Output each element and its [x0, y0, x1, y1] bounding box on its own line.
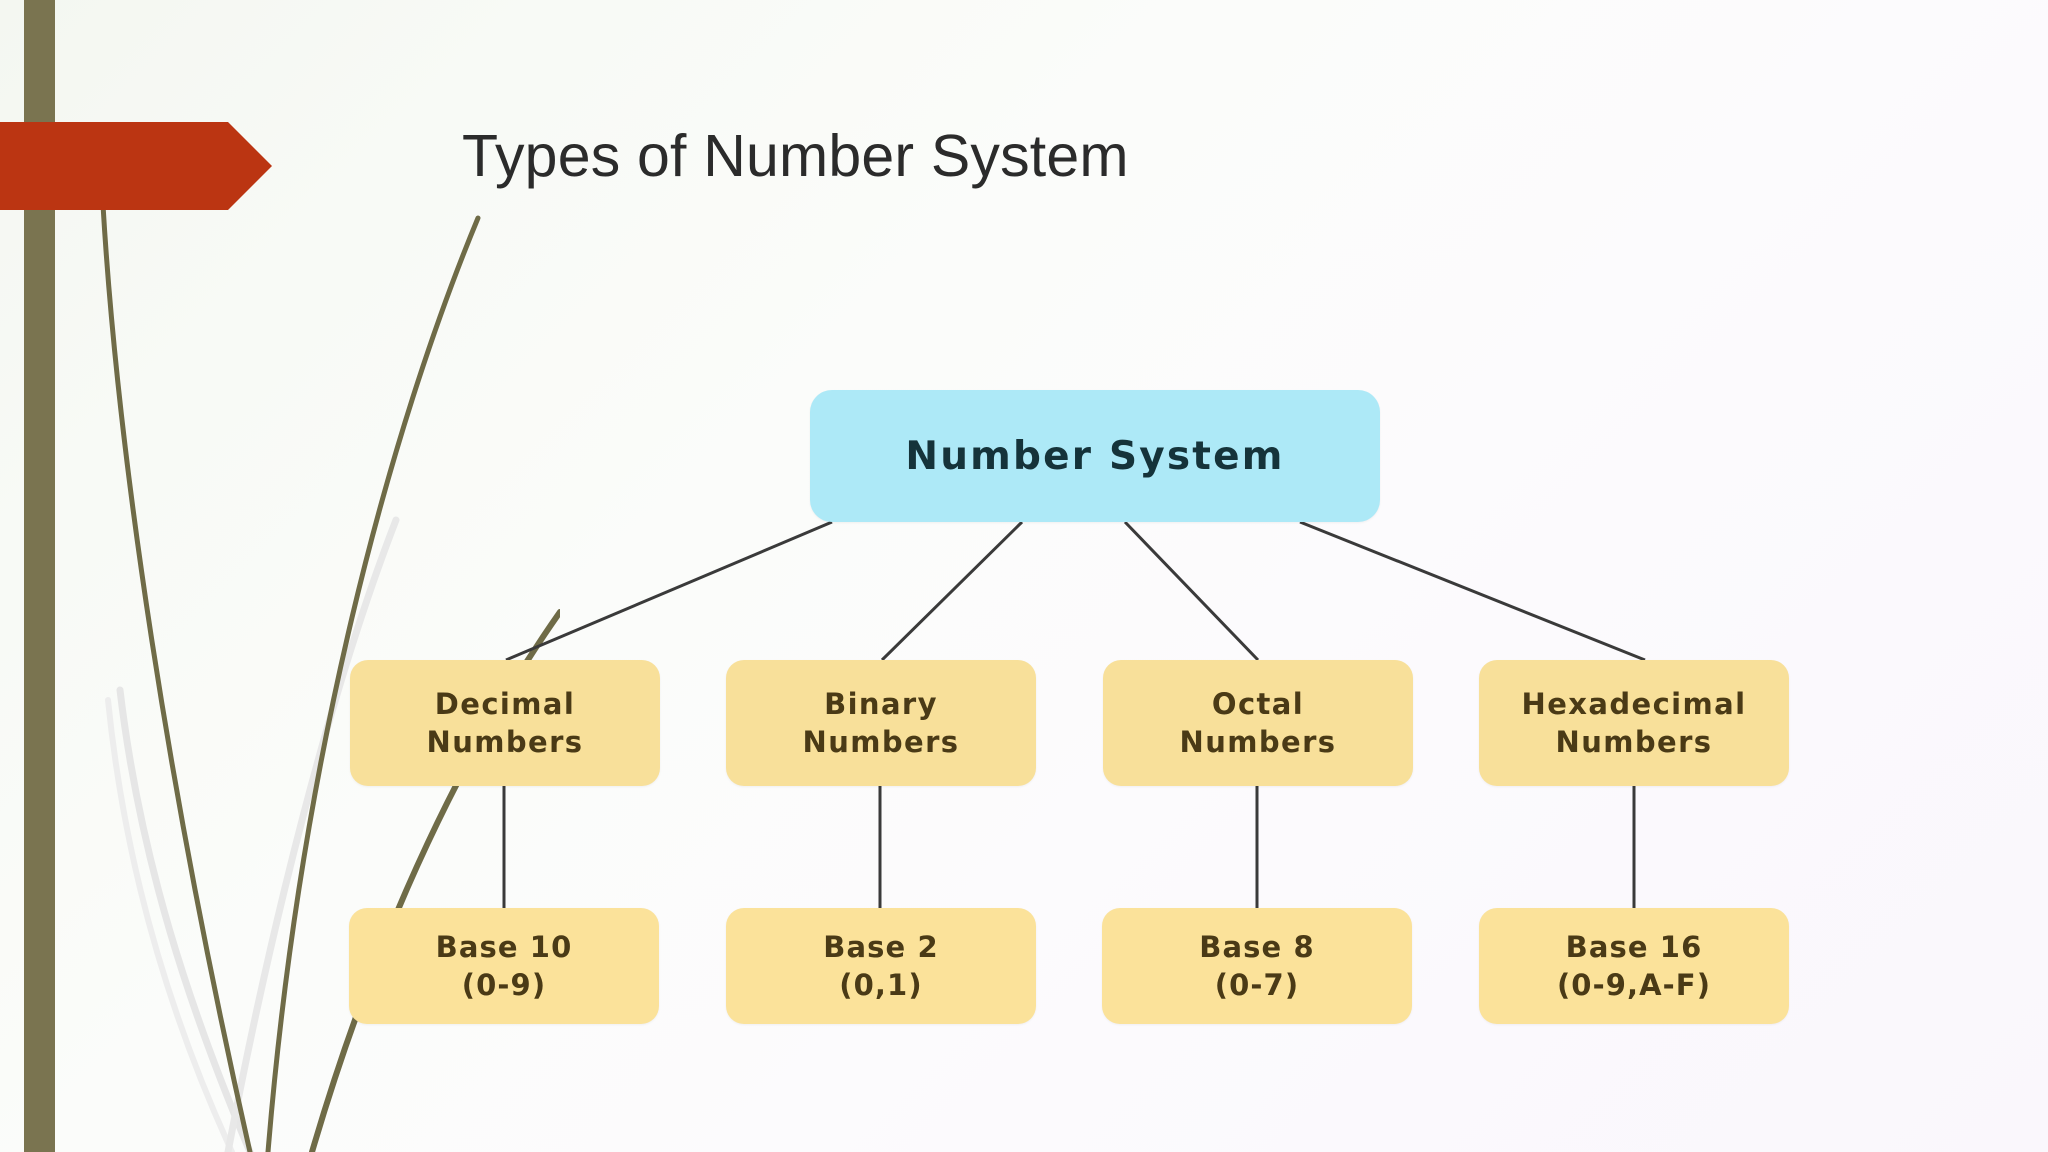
node-octal-line2: Numbers [1179, 725, 1337, 759]
node-number-system-label: Number System [905, 433, 1285, 479]
node-base-16[interactable]: Base 16 (0-9,A-F) [1479, 908, 1789, 1024]
node-binary-line1: Binary [824, 686, 938, 721]
node-base-10[interactable]: Base 10 (0-9) [349, 908, 659, 1024]
edge-root-binary [880, 520, 1024, 662]
node-base-10-line2: (0-9) [461, 968, 547, 1002]
node-binary-line2: Numbers [802, 725, 960, 759]
edge-root-hexadecimal [1299, 520, 1646, 662]
node-decimal-line1: Decimal [434, 686, 576, 721]
node-base-2-line2: (0,1) [839, 968, 923, 1002]
node-hexadecimal-line1: Hexadecimal [1521, 686, 1747, 721]
node-number-system[interactable]: Number System [810, 390, 1380, 522]
node-decimal-line2: Numbers [426, 725, 584, 759]
edge-root-decimal [505, 520, 833, 662]
node-binary-numbers[interactable]: Binary Numbers [726, 660, 1036, 786]
node-octal-line1: Octal [1211, 686, 1305, 721]
node-base-8-line2: (0-7) [1214, 968, 1300, 1002]
node-base-16-line2: (0-9,A-F) [1556, 968, 1712, 1002]
node-base-10-line1: Base 10 [435, 929, 573, 964]
node-base-2-line1: Base 2 [823, 929, 939, 964]
node-hexadecimal-numbers[interactable]: Hexadecimal Numbers [1479, 660, 1789, 786]
node-decimal-numbers[interactable]: Decimal Numbers [350, 660, 660, 786]
red-arrow-banner [0, 122, 272, 210]
node-octal-numbers[interactable]: Octal Numbers [1103, 660, 1413, 786]
edge-root-octal [1123, 520, 1260, 662]
node-base-8[interactable]: Base 8 (0-7) [1102, 908, 1412, 1024]
page-title: Types of Number System [462, 123, 1129, 189]
node-hexadecimal-line2: Numbers [1555, 725, 1713, 759]
node-base-2[interactable]: Base 2 (0,1) [726, 908, 1036, 1024]
node-base-16-line1: Base 16 [1565, 929, 1703, 964]
node-base-8-line1: Base 8 [1199, 929, 1315, 964]
